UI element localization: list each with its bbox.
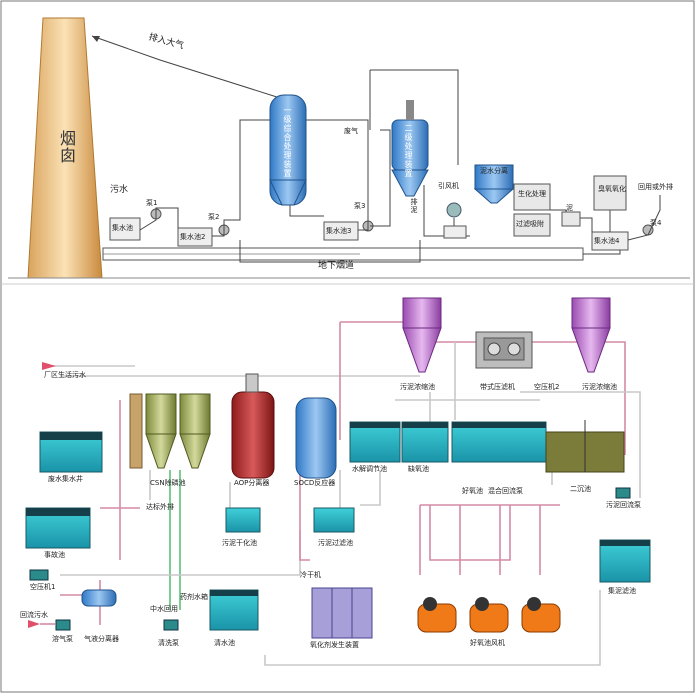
collect-pool3-label: 集水池3	[326, 227, 352, 235]
pump1-label: 泵1	[146, 199, 158, 207]
sludge-label: 泥	[566, 204, 573, 212]
pump4-label: 泵4	[650, 219, 662, 227]
collect-pool2-label: 集水池2	[180, 233, 206, 241]
pump2-label: 泵2	[208, 213, 220, 221]
sludge-cone-right	[571, 297, 611, 373]
sludge-cone-left	[402, 297, 442, 373]
gas-liquid-separator-label: 气液分离器	[84, 635, 119, 643]
reuse-label: 回用或外排	[638, 183, 673, 191]
aerobic-fan-shapes	[417, 597, 561, 633]
effluent-out-label: 达标外排	[146, 503, 174, 511]
cyan-tanks	[25, 421, 651, 631]
filter-label: 过滤吸附	[516, 220, 544, 228]
pump3-label: 泵3	[354, 202, 366, 210]
tower1-label: 一级综合处理装置	[283, 106, 292, 178]
collect-filter-pool-label: 集泥滤池	[608, 587, 636, 595]
aerobic-pool-label: 好氧池	[462, 487, 483, 495]
aerobic-fan-label: 好氧池风机	[470, 639, 505, 647]
dissolved-air-pump-label: 溶气泵	[52, 635, 73, 643]
accident-pool-label: 事故池	[44, 551, 65, 559]
collect-pool4-label: 集水池4	[594, 237, 620, 245]
sludge-reflux-pump-label: 污泥回流泵	[606, 501, 641, 509]
freeze-dryer-label: 冷干机	[300, 571, 321, 579]
factory-wastewater-label: 厂区生活污水	[44, 371, 86, 379]
mix-reflux-pump-label: 混合回流泵	[488, 487, 523, 495]
reflux-water-label: 回流污水	[20, 611, 48, 619]
belt-press-label: 带式压滤机	[480, 383, 515, 391]
sewage-label: 污水	[110, 185, 129, 195]
dosing-water-label: 药剂水箱	[180, 593, 208, 601]
anoxic-pool-label: 缺氧池	[408, 465, 429, 473]
air-compressor2-label: 空压机2	[534, 383, 560, 391]
discharge-label: 排泥	[410, 198, 418, 214]
waste-collect-well-label: 废水集水井	[48, 475, 83, 483]
secondary-clarifier-label: 二沉池	[570, 485, 591, 493]
sludge-dry-pool-label: 污泥干化池	[222, 539, 257, 547]
bio-label: 生化处理	[518, 190, 546, 198]
aop-separator-label: AOP分离器	[234, 479, 270, 487]
clean-pump-label: 清洗泵	[158, 639, 179, 647]
separator-label: 泥水分离	[480, 167, 508, 175]
induced-fan-label: 引风机	[438, 182, 459, 190]
ozone-label: 臭氧氧化	[598, 185, 626, 193]
sludge-conc-right-label: 污泥浓缩池	[582, 383, 617, 391]
underground-flue-label: 地下烟道	[318, 261, 355, 271]
sludge-conc-left-label: 污泥浓缩池	[400, 383, 435, 391]
belt-press-shape	[475, 331, 533, 369]
chimney-label: 烟囱	[57, 130, 76, 164]
clean-water-in-label: 中水回用	[150, 605, 178, 613]
ozone-generator-label: 氧化剂发生装置	[310, 641, 359, 649]
reg-pool-label: 水解调节池	[352, 465, 387, 473]
waste-gas-label: 废气	[344, 127, 358, 135]
air-compressor1-label: 空压机1	[30, 583, 56, 591]
collect-pool-label: 集水池	[112, 224, 133, 232]
sludge-filter-pool-label: 污泥过滤池	[318, 539, 353, 547]
csn-tower-label: CSN除磷池	[150, 479, 186, 487]
tower2-label: 二级处理装置	[404, 124, 413, 178]
clean-pool-label: 清水池	[214, 639, 235, 647]
socd-reactor-label: SOCD反应器	[294, 479, 336, 487]
